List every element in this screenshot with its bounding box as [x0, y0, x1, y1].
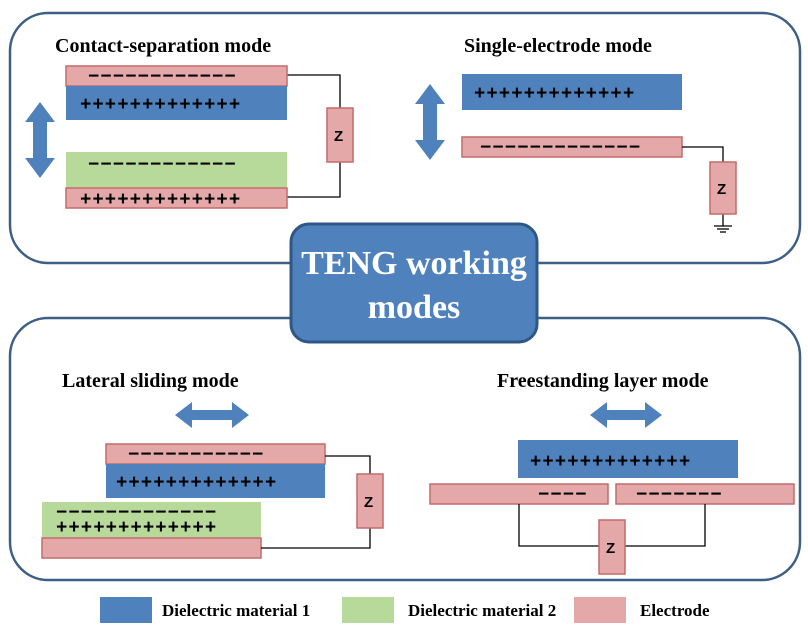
- horizontal-motion-arrow: [175, 402, 249, 428]
- contact-separation-title: Contact-separation mode: [55, 35, 271, 57]
- load-label: Z: [364, 494, 373, 511]
- legend-swatch-electrode: [574, 597, 626, 623]
- single-electrode-title: Single-electrode mode: [464, 35, 652, 57]
- legend: Dielectric material 1 Dielectric materia…: [100, 597, 710, 623]
- bottom-electrode: [65, 187, 288, 209]
- dielectric-charges: +++++++++++++: [474, 83, 635, 105]
- bottom-dielectric-charges-pos: +++++++++++++: [56, 517, 217, 539]
- top-dielectric-1: [66, 86, 287, 120]
- load-label: Z: [606, 540, 615, 557]
- load-resistor: [598, 519, 626, 575]
- legend-label-dielectric-2: Dielectric material 2: [408, 601, 556, 620]
- lateral-sliding-panel: Lateral sliding mode −−−−−−−−−−− +++++++…: [41, 370, 384, 559]
- center-title-line1: TENG working: [301, 245, 527, 282]
- freestanding-title: Freestanding layer mode: [497, 370, 709, 392]
- top-electrode-charges: −−−−−−−−−−−−: [88, 66, 237, 88]
- top-dielectric-charges: +++++++++++++: [116, 472, 277, 494]
- freestanding-wire-left: [518, 504, 600, 547]
- center-title-box: TENG working modes: [289, 222, 539, 344]
- bottom-dielectric-2: [66, 152, 287, 188]
- bottom-dielectric-charges: −−−−−−−−−−−−: [88, 154, 237, 176]
- freestanding-panel: Freestanding layer mode +++++++++++++ −−…: [429, 370, 795, 575]
- load-label: Z: [717, 181, 726, 198]
- dielectric-charges: +++++++++++++: [530, 451, 691, 473]
- horizontal-motion-arrow: [590, 402, 662, 428]
- bottom-electrode-charges: +++++++++++++: [80, 189, 241, 211]
- electrode-charges: −−−−−−−−−−−−−: [480, 137, 641, 159]
- right-electrode-charges: −−−−−−−: [636, 484, 723, 506]
- load-label: Z: [334, 128, 343, 145]
- vertical-motion-arrow: [415, 84, 445, 160]
- bottom-dielectric-2: [42, 502, 261, 538]
- single-electrode-wire: [682, 146, 724, 162]
- lateral-sliding-wire-bottom: [261, 528, 371, 549]
- lateral-sliding-title: Lateral sliding mode: [62, 370, 239, 392]
- legend-swatch-dielectric-1: [100, 597, 152, 623]
- single-electrode-panel: Single-electrode mode +++++++++++++ −−−−…: [415, 35, 737, 233]
- bottom-electrode: [41, 537, 262, 559]
- vertical-motion-arrow: [25, 102, 55, 178]
- top-dielectric-1: [106, 464, 325, 498]
- freestanding-dielectric-1: [518, 440, 738, 478]
- contact-separation-panel: Contact-separation mode −−−−−−−−−−−− +++…: [25, 35, 354, 211]
- top-electrode-charges: −−−−−−−−−−−: [128, 444, 264, 466]
- dielectric-1: [462, 74, 682, 110]
- left-electrode-charges: −−−−: [538, 484, 588, 506]
- legend-label-electrode: Electrode: [640, 601, 710, 620]
- load-resistor: [709, 161, 737, 215]
- load-resistor: [356, 473, 384, 529]
- contact-separation-wire-bottom: [287, 162, 341, 198]
- freestanding-wire-right: [624, 504, 706, 547]
- ground-icon: [714, 225, 732, 233]
- contact-separation-wire: [287, 74, 341, 108]
- bottom-dielectric-charges-neg: −−−−−−−−−−−−−: [56, 502, 217, 524]
- top-dielectric-charges: +++++++++++++: [80, 94, 241, 116]
- legend-label-dielectric-1: Dielectric material 1: [162, 601, 310, 620]
- load-resistor: [326, 107, 354, 163]
- legend-swatch-dielectric-2: [342, 597, 394, 623]
- lateral-sliding-wire-top: [325, 455, 371, 474]
- center-title-line2: modes: [368, 289, 461, 326]
